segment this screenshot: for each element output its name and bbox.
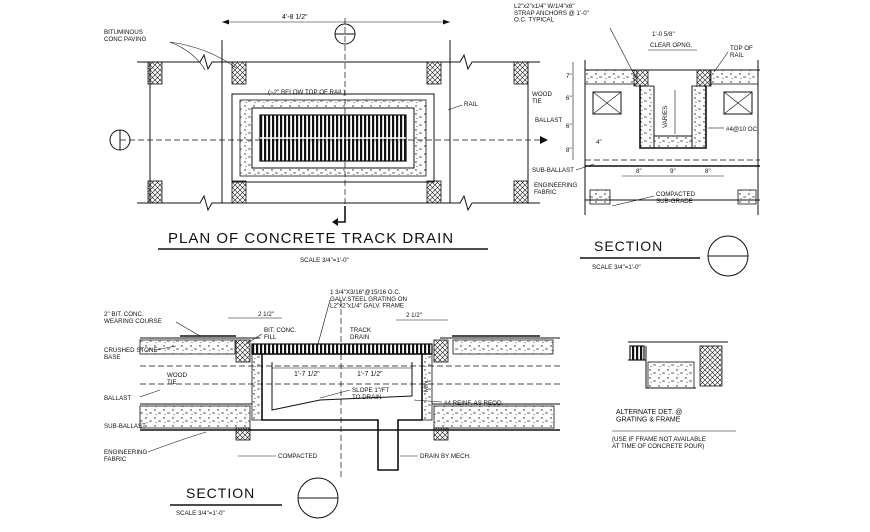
dim-left-2: 6": [566, 123, 572, 130]
dim-bottom-1: 9": [670, 168, 676, 175]
alternate-detail: ALTERNATE DET. @GRATING & FRAME (USE IF …: [612, 341, 736, 450]
dim-left-3: 8": [566, 147, 572, 154]
dim-bottom-0: 8": [636, 168, 642, 175]
drain-mech-label: DRAIN BY MECH.: [420, 453, 471, 460]
dim-left-1: 6": [566, 95, 572, 102]
rebar-label: #4@10 OC: [726, 126, 758, 133]
plan-width-dim: 4'-8 1/2": [282, 14, 308, 21]
compacted-label: COMPACTED: [278, 453, 318, 460]
ballast-label: BALLAST: [535, 117, 562, 124]
half-dim-b: 1'-7 1/2": [357, 371, 383, 378]
plan-title: PLAN OF CONCRETE TRACK DRAIN: [168, 230, 454, 247]
varies-label: VARIES: [662, 106, 669, 128]
reinf-label: #4 REINF. AS REQD.: [444, 400, 503, 407]
dim-2-1-2-b: 2 1/2": [406, 312, 422, 319]
four-inch-label: 4": [596, 139, 602, 146]
anchors-label: L2"x2"x1/4" W/1/4"x6"STRAP ANCHORS @ 1'-…: [514, 3, 589, 24]
dim-bottom-2: 8": [705, 168, 711, 175]
section-left-title: SECTION: [186, 485, 255, 501]
grating-label: 1 3/4"X3/16"@15/16 O.C.GALV.STEEL GRATIN…: [330, 289, 407, 310]
plan-below-rail-label: (~2" BELOW TOP OF RAIL): [268, 89, 345, 96]
bit-fill-label: BIT. CONC.FILL: [264, 327, 297, 341]
plan-rail-label: RAIL: [464, 101, 478, 108]
section-left-scale: SCALE 3/4"=1'-0": [176, 510, 225, 517]
wearing-label: 2" BIT. CONC.WEARING COURSE: [104, 311, 162, 325]
dim-left-0: 7": [566, 73, 572, 80]
clear-dim: 1'-0 5/8": [652, 31, 675, 38]
sub-ballast-left-label: SUB-BALLAST: [104, 423, 146, 430]
alternate-title: ALTERNATE DET. @GRATING & FRAME: [616, 409, 682, 424]
sub-ballast-label: SUB-BALLAST: [532, 167, 574, 174]
section-right: VARIES 1'-0 5/8" CLEAR OPNG. L2"x2"x1/4"…: [514, 3, 760, 277]
half-dim-a: 1'-7 1/2": [294, 371, 320, 378]
dim-2-1-2-a: 2 1/2": [258, 311, 274, 318]
section-right-title: SECTION: [594, 238, 663, 254]
ballast-left-label: BALLAST: [104, 395, 131, 402]
plan-scale: SCALE 3/4"=1'-0": [300, 257, 349, 264]
clear-opening-label: CLEAR OPNG.: [650, 42, 693, 49]
min-label: MIN.: [423, 379, 430, 392]
section-right-scale: SCALE 3/4"=1'-0": [592, 264, 641, 271]
